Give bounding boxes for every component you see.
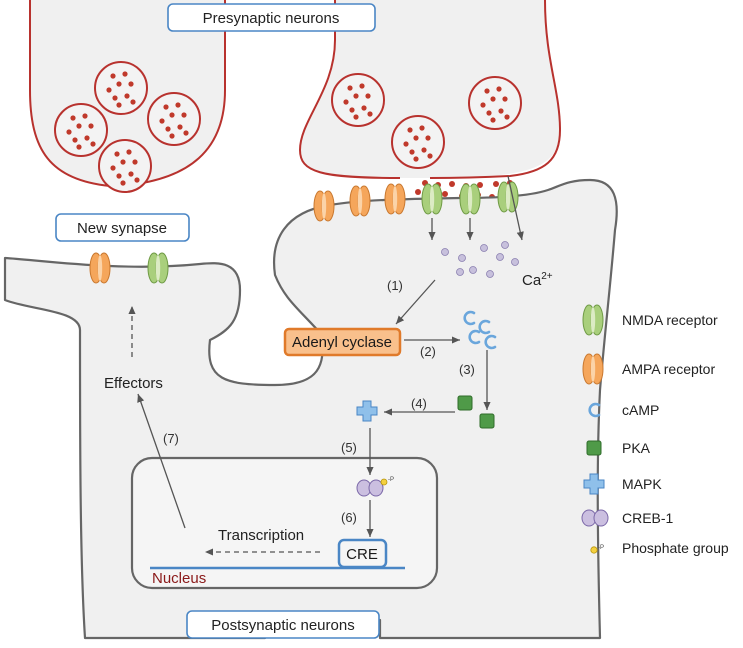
step-1: (1): [387, 278, 403, 293]
transcription-label: Transcription: [218, 527, 304, 544]
legend-label-nmda: NMDA receptor: [622, 312, 718, 328]
svg-text:-P: -P: [598, 545, 604, 551]
calcium-ions: [441, 241, 519, 278]
nmda-receptor: [421, 183, 443, 215]
phosphate-group-icon: -P: [590, 545, 604, 554]
vesicle: [331, 73, 385, 127]
legend-label-creb1: CREB-1: [622, 510, 674, 526]
legend-label-phosphate: Phosphate group: [622, 540, 729, 556]
pathway-arrows: [128, 279, 491, 556]
calcium-label: Ca2+: [522, 271, 553, 289]
legend: NMDA receptor AMPA receptor cAMP PKA MAP…: [581, 304, 729, 556]
new-synapse-label-box: [55, 213, 190, 242]
legend-label-camp: cAMP: [622, 402, 659, 418]
pka: [457, 395, 473, 411]
vesicle: [94, 61, 148, 115]
postsynaptic-label: Postsynaptic neurons: [211, 617, 354, 634]
step-5: (5): [341, 440, 357, 455]
adenyl-cyclase-box: [283, 327, 402, 357]
phosphate-group: [380, 478, 388, 486]
nmda-receptor-icon: [582, 304, 604, 336]
presynaptic-label-box: [167, 3, 376, 32]
vesicle: [147, 92, 201, 146]
cre-label: CRE: [346, 546, 378, 563]
vesicle: [468, 76, 522, 130]
effectors-label: Effectors: [104, 375, 163, 392]
legend-label-pka: PKA: [622, 440, 651, 456]
presynaptic-membrane-right: [298, 0, 562, 179]
ampa-receptor: [313, 190, 335, 222]
new-synapse-label: New synapse: [77, 220, 167, 237]
calcium-influx-arrows: [428, 175, 524, 241]
cre-box: [337, 538, 388, 569]
ampa-receptor: [384, 183, 406, 215]
step-6: (6): [341, 510, 357, 525]
presynaptic-terminal-right: [300, 0, 560, 178]
ampa-receptor: [89, 252, 111, 284]
nucleus-label: Nucleus: [152, 570, 206, 587]
nmda-receptor: [147, 252, 169, 284]
vesicle: [98, 139, 152, 193]
presynaptic-label: Presynaptic neurons: [203, 10, 340, 27]
step-4: (4): [411, 396, 427, 411]
step-3: (3): [459, 362, 475, 377]
postsynaptic-label-box: [186, 610, 380, 639]
legend-label-mapk: MAPK: [622, 476, 662, 492]
ampa-receptor: [349, 185, 371, 217]
adenyl-cyclase-label: Adenyl cyclase: [292, 334, 392, 351]
svg-text:-P: -P: [388, 477, 394, 483]
nmda-receptor: [459, 183, 481, 215]
legend-label-ampa: AMPA receptor: [622, 361, 715, 377]
ampa-receptor-icon: [582, 353, 604, 385]
pka: [479, 413, 495, 429]
vesicle: [54, 103, 108, 157]
step-2: (2): [420, 344, 436, 359]
pka-icon: [586, 440, 602, 456]
step-7: (7): [163, 431, 179, 446]
vesicle: [391, 115, 445, 169]
